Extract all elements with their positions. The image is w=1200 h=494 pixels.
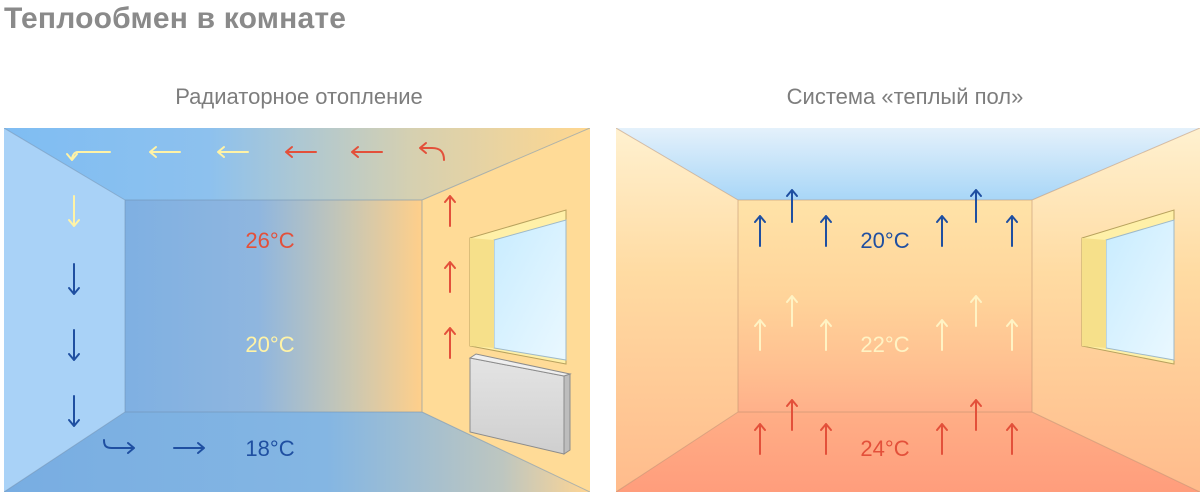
temp-middle: 20°C [245, 332, 294, 357]
temp-floor: 18°C [245, 436, 294, 461]
temp-top: 26°C [245, 228, 294, 253]
radiator-room-diagram: 26°C 20°C 18°C [4, 128, 590, 492]
underfloor-room-diagram: 20°C 22°C 24°C [616, 128, 1200, 492]
underfloor-heating-title: Система «теплый пол» [610, 84, 1200, 110]
temp-top: 20°C [860, 228, 909, 253]
page-title: Теплообмен в комнате [4, 2, 346, 36]
radiator-heating-title: Радиаторное отопление [4, 84, 594, 110]
temp-middle: 22°C [860, 332, 909, 357]
temp-floor: 24°C [860, 436, 909, 461]
